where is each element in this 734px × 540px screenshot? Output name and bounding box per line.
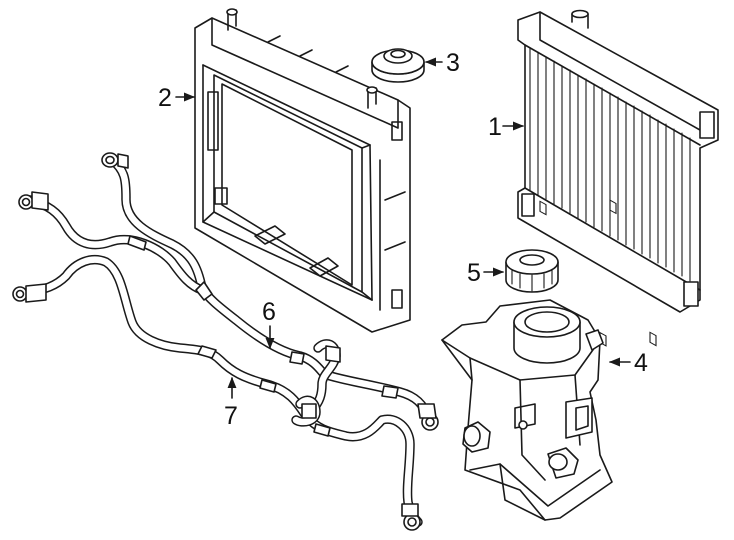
grommet [371,48,425,83]
callout-6: 6 [262,298,276,326]
callout-leaders [175,57,631,399]
callout-4: 4 [634,349,648,377]
callout-7: 7 [224,402,238,430]
tank-cap [505,249,559,293]
callout-2: 2 [158,84,172,112]
callout-5: 5 [467,259,481,287]
radiator-core-fins [529,47,691,282]
hose-upper [18,152,439,431]
radiator [517,9,719,348]
radiator-frame [194,8,411,333]
callout-1: 1 [488,113,502,141]
expansion-tank [441,299,613,521]
callout-labels: 1 2 3 4 5 6 7 [158,49,648,430]
hose-lower [12,254,423,531]
callout-3: 3 [446,49,460,77]
